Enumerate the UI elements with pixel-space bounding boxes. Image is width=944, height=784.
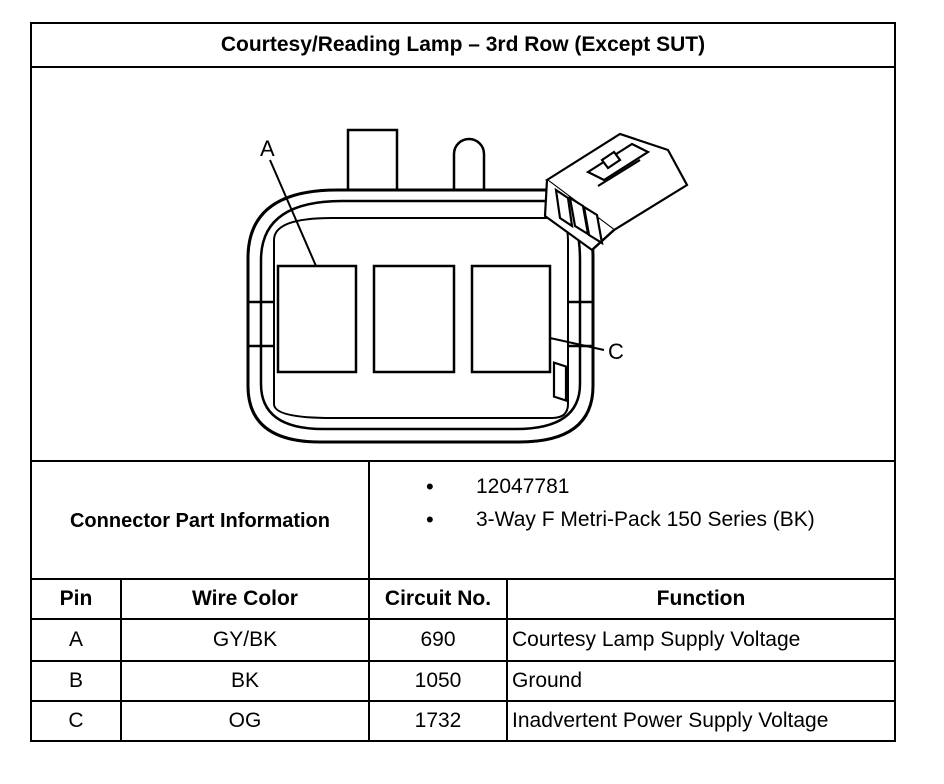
latch-tab [346, 128, 399, 194]
callout-c: C [608, 339, 624, 364]
title-divider [32, 66, 894, 68]
callout-a: A [260, 136, 275, 161]
cell-wire-color: OG [228, 709, 262, 732]
header-function: Function [656, 587, 746, 610]
part-number: 12047781 [476, 475, 570, 498]
cell-function: Ground [512, 669, 583, 692]
header-wire-color: Wire Color [192, 587, 298, 610]
cell-pin: A [68, 628, 83, 651]
connector-info-label: Connector Part Information [69, 509, 330, 532]
connector-face-diagram: A C [246, 128, 689, 444]
bullet-icon: • [426, 474, 434, 499]
cavity-b [372, 264, 456, 374]
cell-circuit: 1732 [414, 709, 462, 732]
header-pin: Pin [59, 587, 93, 610]
diagram-divider [32, 460, 894, 462]
table-row-line [32, 618, 894, 620]
cavity-a [276, 264, 358, 374]
cell-circuit: 1050 [414, 669, 462, 692]
bullet-icon: • [426, 507, 434, 532]
table-top-line [32, 578, 894, 580]
cell-pin: C [68, 709, 84, 732]
table-row-line [32, 660, 894, 662]
connector-info-divider [368, 460, 370, 742]
cell-function: Courtesy Lamp Supply Voltage [512, 628, 801, 651]
connector-iso-icon [543, 132, 689, 402]
cell-wire-color: BK [230, 669, 259, 692]
connector-type: 3-Way F Metri-Pack 150 Series (BK) [476, 508, 815, 531]
cavity-c [470, 264, 552, 374]
page-title: Courtesy/Reading Lamp – 3rd Row (Except … [220, 33, 706, 56]
connector-sheet: Courtesy/Reading Lamp – 3rd Row (Except … [30, 22, 896, 742]
table-row-line [32, 700, 894, 702]
header-circuit: Circuit No. [384, 587, 492, 610]
leader-c [549, 337, 605, 351]
cell-function: Inadvertent Power Supply Voltage [512, 709, 829, 732]
leader-a [269, 159, 317, 267]
cell-circuit: 690 [420, 628, 456, 651]
cell-pin: B [68, 669, 83, 692]
cell-wire-color: GY/BK [212, 628, 278, 651]
